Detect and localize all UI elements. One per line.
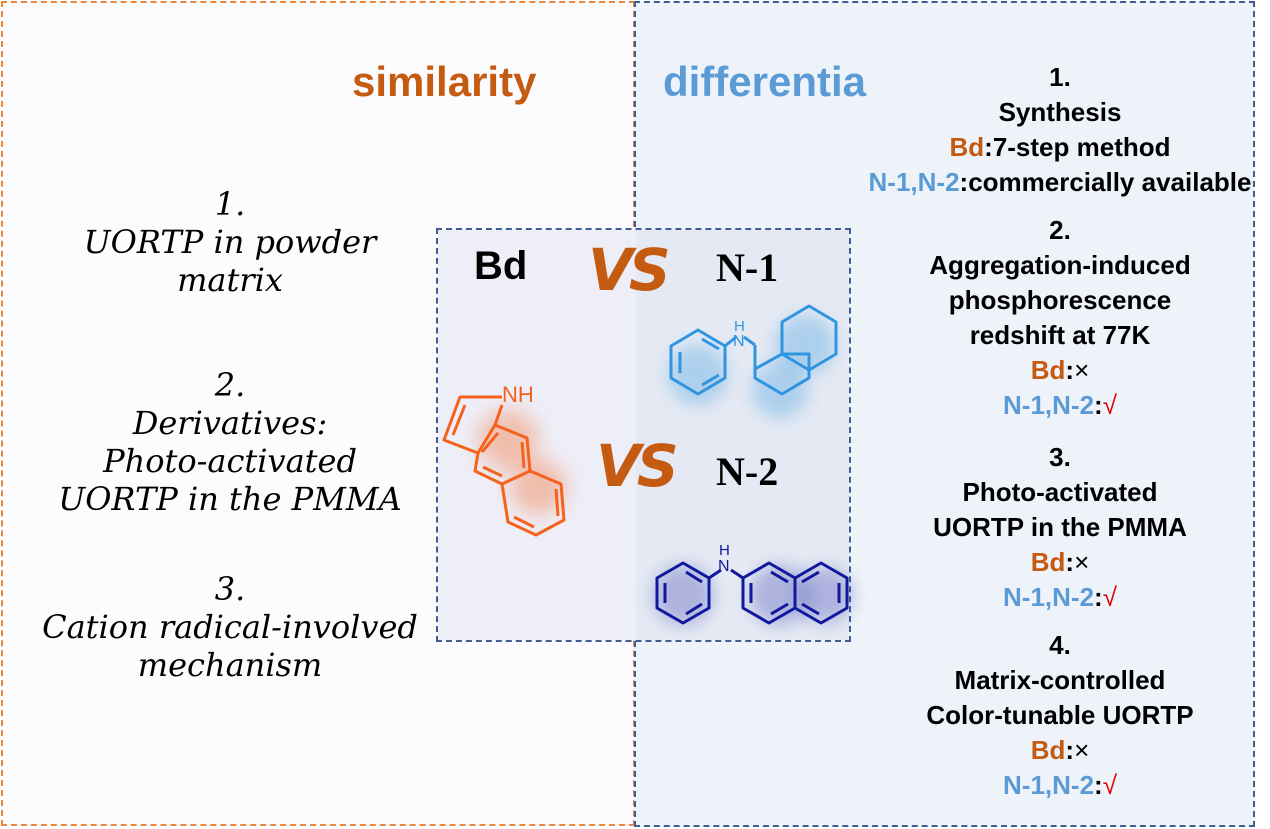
item-number: 2. [214, 366, 246, 404]
n-value: :commercially available [959, 167, 1252, 197]
bd-tag: Bd [949, 132, 985, 162]
nh-text: NH [502, 382, 534, 407]
n-row: N-1,N-2:commercially available [860, 165, 1260, 200]
n2-molecule-icon: H N [653, 542, 853, 625]
item-line: Photo-activated [103, 442, 357, 480]
differentia-item-3: 3. Photo-activated UORTP in the PMMA Bd:… [860, 440, 1260, 615]
bd-row: Bd:× [860, 733, 1260, 768]
comparison-box [436, 228, 851, 642]
differentia-heading: differentia [663, 58, 867, 105]
n-tag: N-1,N-2 [868, 167, 960, 197]
n-row: N-1,N-2:√ [860, 388, 1260, 423]
similarity-item-2: 2. Derivatives: Photo-activated UORTP in… [20, 366, 440, 518]
similarity-item-3: 3. Cation radical-involved mechanism [20, 570, 440, 684]
colon: : [1094, 582, 1103, 612]
cross-icon: × [1074, 547, 1090, 577]
bd-glow [478, 410, 566, 515]
cross-icon: × [1074, 355, 1090, 385]
cross-icon: × [1074, 735, 1090, 765]
item-number: 3. [214, 570, 246, 608]
n-tag: N-1,N-2 [1003, 770, 1095, 800]
n2-n-text: N [718, 558, 730, 575]
bd-value: :7-step method [984, 132, 1171, 162]
bd-tag: Bd [1030, 547, 1066, 577]
colon: : [1065, 547, 1075, 577]
bd-tag: Bd [1030, 355, 1066, 385]
differentia-item-4: 4. Matrix-controlled Color-tunable UORTP… [860, 628, 1260, 803]
vs-label-2: VS [596, 432, 679, 500]
bd-bonds [442, 395, 566, 537]
check-icon: √ [1102, 582, 1117, 612]
bd-tag: Bd [1030, 735, 1066, 765]
similarity-item-1: 1. UORTP in powder matrix [40, 185, 420, 299]
n2-glow [653, 565, 853, 625]
item-line: matrix [177, 261, 283, 299]
n-row: N-1,N-2:√ [860, 768, 1260, 803]
item-title: UORTP in the PMMA [933, 512, 1187, 542]
item-number: 1. [214, 185, 246, 223]
bd-row: Bd:7-step method [860, 130, 1260, 165]
n2-bonds [655, 561, 849, 625]
differentia-item-2: 2. Aggregation-induced phosphorescence r… [860, 213, 1260, 423]
item-line: Derivatives: [132, 404, 328, 442]
n1-molecule-icon: H N [668, 304, 838, 418]
n1-bonds [669, 304, 838, 396]
n-tag: N-1,N-2 [1003, 390, 1095, 420]
bd-label: Bd [474, 244, 528, 288]
n2-h-text: H [719, 542, 730, 559]
colon: : [1094, 770, 1103, 800]
item-number: 3. [1049, 442, 1071, 472]
bd-row: Bd:× [860, 353, 1260, 388]
bd-row: Bd:× [860, 545, 1260, 580]
colon: : [1094, 390, 1103, 420]
differentia-item-1: 1. Synthesis Bd:7-step method N-1,N-2:co… [860, 60, 1260, 200]
n1-n-text: N [733, 333, 745, 350]
check-icon: √ [1102, 390, 1117, 420]
item-number: 4. [1049, 630, 1071, 660]
item-title: phosphorescence [948, 285, 1172, 315]
n-row: N-1,N-2:√ [860, 580, 1260, 615]
item-line: UORTP in powder [83, 223, 377, 261]
item-title: Photo-activated [962, 477, 1158, 507]
item-line: mechanism [137, 646, 323, 684]
colon: : [1065, 355, 1075, 385]
item-number: 2. [1049, 215, 1071, 245]
n1-label: N-1 [716, 245, 779, 290]
item-number: 1. [1049, 62, 1071, 92]
item-title: redshift at 77K [969, 320, 1151, 350]
item-line: Cation radical-involved [42, 608, 418, 646]
item-title: Aggregation-induced [929, 250, 1191, 280]
check-icon: √ [1102, 770, 1117, 800]
colon: : [1065, 735, 1075, 765]
item-title: Color-tunable UORTP [926, 700, 1194, 730]
item-title: Matrix-controlled [954, 665, 1166, 695]
similarity-heading: similarity [352, 58, 537, 105]
vs-label-1: VS [588, 236, 671, 304]
item-title: Synthesis [998, 97, 1122, 127]
n-tag: N-1,N-2 [1003, 582, 1095, 612]
n1-h-text: H [734, 318, 745, 335]
bd-molecule-icon: NH [442, 382, 566, 537]
n2-label: N-2 [716, 449, 779, 494]
item-line: UORTP in the PMMA [58, 480, 402, 518]
